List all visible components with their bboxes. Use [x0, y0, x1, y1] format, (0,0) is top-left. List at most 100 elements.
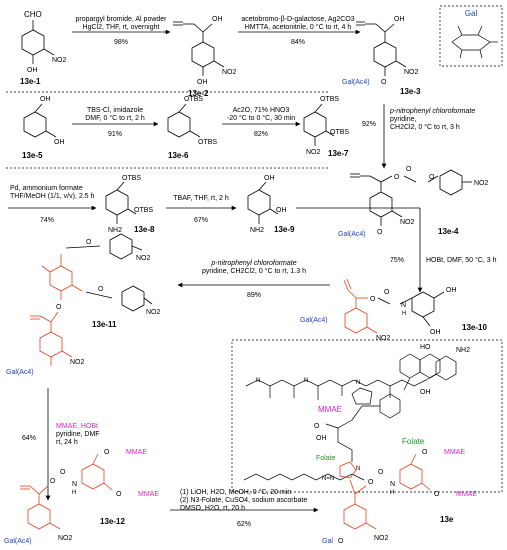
- bond: [314, 103, 323, 113]
- step-6-line1: Pd, ammonium formate: [10, 185, 83, 192]
- step-3-line1: p-nitrophenyl chloroformate: [389, 108, 475, 115]
- no2-label: NO2: [376, 335, 391, 342]
- h-label: H: [390, 490, 394, 496]
- no2-label: NO2: [306, 149, 321, 156]
- bond: [116, 181, 125, 191]
- compound-label-13e-4: 13e-4: [438, 227, 459, 236]
- compound-label-13e: 13e: [440, 515, 454, 524]
- alkyne: [343, 279, 349, 291]
- compound-13e-11-pnp: [65, 233, 153, 312]
- oh-label: OH: [27, 67, 38, 74]
- nhn-label: N=N: [322, 476, 334, 482]
- h-label: H: [72, 490, 76, 496]
- step-11-line2: (2) N3-Folate, CuSO4, sodium ascorbate: [180, 497, 307, 504]
- compound-label-13e-3: 13e-3: [400, 87, 421, 96]
- bond: [395, 60, 407, 68]
- nh2-label: NH2: [456, 347, 470, 354]
- gal-ac-label: Gal(Ac4): [342, 79, 370, 86]
- bond: [457, 25, 463, 36]
- bond: [421, 482, 431, 491]
- mmae-folate-box: [231, 339, 503, 493]
- gal-box-title: Gal: [465, 9, 478, 18]
- otbs-label: OTBS: [184, 96, 203, 103]
- oh-label: OH: [212, 16, 223, 23]
- bond: [375, 23, 386, 33]
- o-label: O: [394, 174, 400, 181]
- step-2-yield: 84%: [291, 39, 305, 46]
- bond: [213, 60, 225, 68]
- bond: [354, 485, 367, 495]
- mmae-label: MMAE: [444, 449, 465, 456]
- ring-13e-6: [167, 111, 191, 138]
- gal-ac-label: Gal(Ac4): [300, 317, 328, 324]
- step-1-line1: propargyl bromide, Al powder: [75, 16, 167, 23]
- ring-13e-11-d: [121, 285, 145, 312]
- o-label: O: [368, 479, 374, 486]
- bond: [92, 453, 99, 465]
- bond: [427, 175, 439, 183]
- otbs-label: OTBS: [198, 139, 217, 146]
- bond: [193, 23, 204, 33]
- bond: [61, 350, 73, 358]
- oh-label: OH: [446, 287, 457, 294]
- cho-label: CHO: [24, 10, 42, 19]
- step-11-yield: 62%: [237, 521, 251, 528]
- compound-label-13e-7: 13e-7: [328, 149, 349, 158]
- o-label: O: [406, 166, 412, 173]
- h-label: H: [402, 311, 406, 317]
- bond: [258, 181, 267, 191]
- step-9-yield: 89%: [247, 292, 261, 299]
- ring-13e-10-b: [411, 291, 435, 318]
- step-5-line1: Ac2O, 71% HNO3: [233, 107, 290, 114]
- step-7-yield: 67%: [194, 217, 208, 224]
- bond: [325, 130, 335, 137]
- gal-ac-label: Gal(Ac4): [338, 231, 366, 238]
- galactose-ring: [451, 25, 498, 59]
- gal-structure-box: [439, 5, 503, 67]
- o-label: O: [60, 469, 66, 476]
- step-9-line2: pyridine, CH2Cl2, 0 °C to rt, 1.3 h: [202, 267, 306, 275]
- o-label: O: [98, 286, 104, 293]
- step-3-yield: 92%: [362, 121, 376, 128]
- otbs-label: OTBS: [320, 96, 339, 103]
- gal-label: Gal: [322, 538, 333, 545]
- no2-label: NO2: [374, 535, 389, 542]
- mmae-label: MMAE: [126, 449, 147, 456]
- ring-13e-8: [105, 189, 129, 216]
- bond: [65, 245, 101, 249]
- bond: [366, 326, 378, 334]
- step-4-line2: DMF, 0 °C to rt, 2 h: [85, 114, 145, 122]
- bond: [34, 103, 43, 113]
- mmae-box-label: MMAE: [318, 405, 342, 414]
- compound-13e-5: [23, 103, 57, 138]
- oh-label: OH: [420, 389, 431, 396]
- mmae-structure: [245, 355, 457, 405]
- compound-label-13e-2: 13e-2: [188, 89, 209, 98]
- oh-label: OH: [276, 207, 287, 214]
- bond: [29, 485, 40, 495]
- n-label: N: [256, 378, 260, 384]
- bond: [365, 522, 377, 530]
- bond: [347, 289, 357, 299]
- compound-13e-6: [167, 103, 201, 138]
- n-label: N: [356, 380, 360, 386]
- compound-13e-9: [247, 181, 279, 224]
- glutamate: [337, 419, 353, 462]
- step-8-yield: 75%: [390, 257, 404, 264]
- bond: [433, 291, 445, 299]
- step-4-line1: TBS-Cl, imidazole: [87, 107, 143, 114]
- ring-13e-4-a: [369, 191, 393, 218]
- step-8-line1: HOBt, DMF, 50 °C, 3 h: [426, 256, 497, 264]
- compound-13e-11: [30, 254, 83, 366]
- bond: [131, 245, 143, 251]
- no2-label: NO2: [474, 180, 489, 187]
- n-label: N: [304, 378, 308, 384]
- compound-13e-12: [20, 453, 113, 530]
- bond: [103, 482, 113, 491]
- n-label: N: [72, 481, 77, 488]
- o-label: O: [104, 449, 110, 456]
- step-11-line3: DMSO, H2O, rt, 20 h: [180, 505, 245, 512]
- mmae-label: MMAE: [456, 491, 477, 498]
- otbs-label: OTBS: [134, 207, 153, 214]
- no2-label: NO2: [404, 69, 419, 76]
